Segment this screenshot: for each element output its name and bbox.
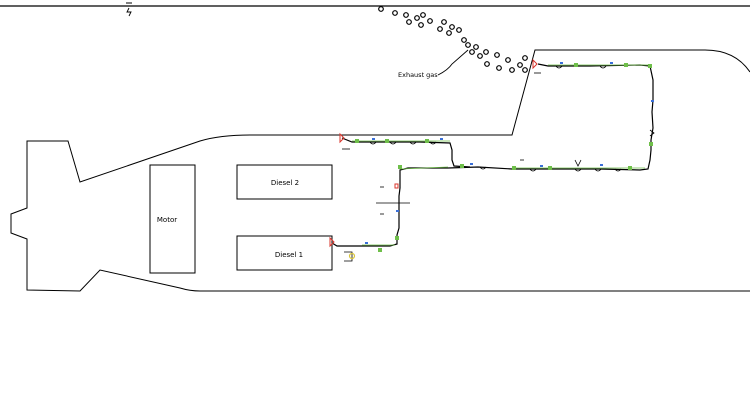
green-components	[355, 63, 653, 252]
pipe-fittings	[369, 65, 655, 172]
waterline-symbol-icon	[126, 2, 132, 17]
diesel-2-label: Diesel 2	[271, 179, 299, 187]
ship-hull-outline	[10, 49, 750, 292]
pipe-insulation-overlay	[352, 64, 648, 246]
motor-block	[149, 164, 196, 274]
blue-sensors	[365, 62, 654, 244]
yellow-fitting	[344, 251, 356, 262]
exhaust-plume	[378, 6, 528, 73]
diesel-1-label: Diesel 1	[275, 251, 303, 259]
exhaust-pipe-diesel-1	[331, 63, 654, 247]
diesel-1-block	[236, 235, 333, 271]
red-valves	[329, 58, 538, 248]
tick-marks	[342, 72, 541, 215]
exhaust-pipe-diesel-2	[341, 137, 471, 168]
exhaust-gas-leader-line	[437, 49, 469, 76]
diesel-2-block	[236, 164, 333, 200]
exhaust-gas-label: Exhaust gas	[398, 71, 438, 79]
motor-label: Motor	[157, 216, 177, 224]
